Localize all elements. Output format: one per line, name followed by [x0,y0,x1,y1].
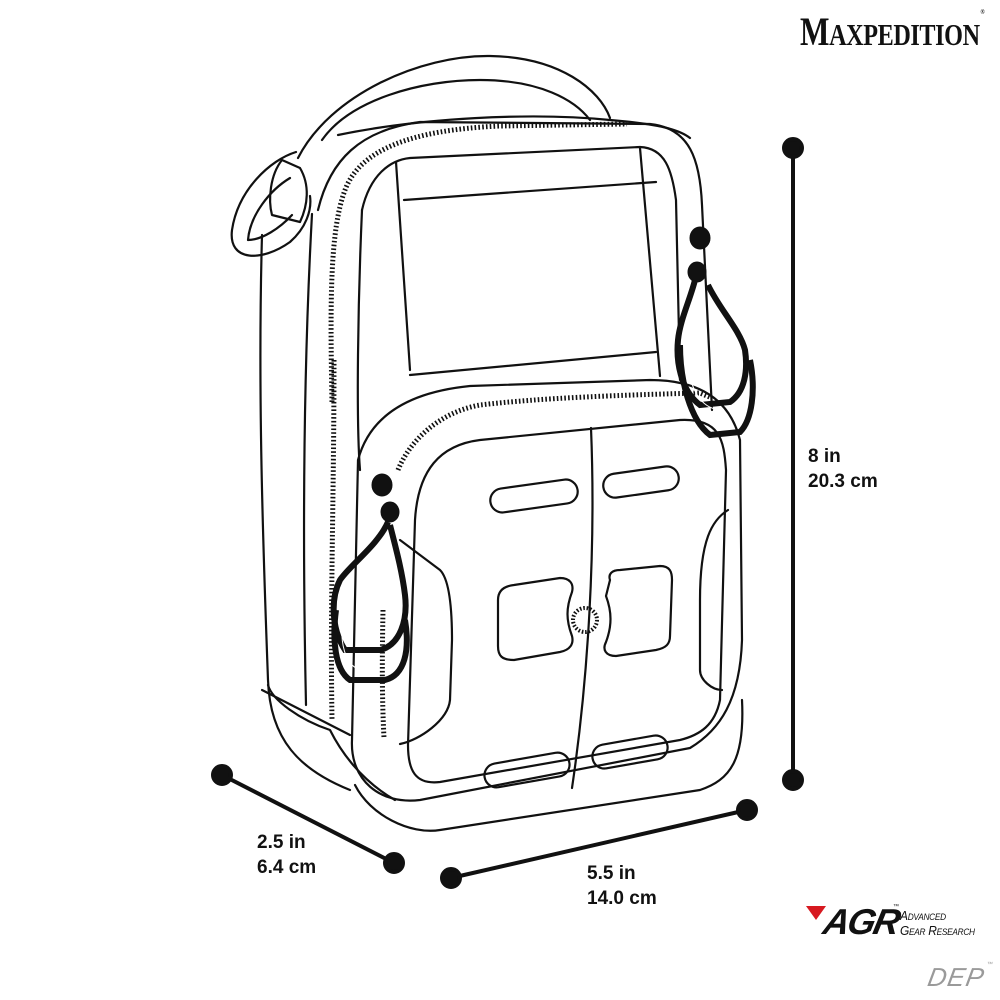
pocket-side-wing-right [698,508,730,692]
carry-handle-outer [296,54,612,160]
height-label: 8 in 20.3 cm [808,444,878,494]
velcro-patch-right [603,564,674,658]
width-metric: 14.0 cm [587,888,657,909]
agr-logo: AGR ™ Advanced Gear Research [800,900,1000,950]
zipper-pull-upper-icon [674,226,756,439]
pocket-side-wing [398,538,454,746]
d-ring-inner [246,176,294,242]
id-window-top [402,180,658,202]
registered-mark: ® [980,8,985,16]
front-pocket-seam [570,426,594,790]
depth-imperial: 2.5 in [257,832,306,853]
pocket-side-zipper-track [379,609,387,739]
agr-wordmark: AGR [819,901,903,942]
main-panel-left [356,208,364,472]
pocket-zipper-track [395,390,713,471]
base-front [353,698,744,832]
agr-tagline-line2: Gear Research [900,923,975,938]
brand-first-letter: M [800,9,830,54]
agr-tagline: Advanced Gear Research [900,908,975,938]
red-triangle-icon [806,906,826,920]
id-window-bottom [408,350,658,377]
front-pocket-inner [406,418,728,784]
main-panel-inner [360,145,682,382]
snap-button-icon [571,606,599,634]
model-tm: ™ [986,962,995,968]
model-label: DEP [925,962,988,992]
base-line [260,688,352,737]
base-left [266,683,397,802]
side-zipper-track [328,359,337,721]
main-panel-outer [316,120,714,412]
side-panel-inner [302,212,314,707]
side-panel-outer [259,233,352,792]
model-name: DEP™ [925,962,994,993]
main-zipper-track [328,121,628,403]
webbing-slot [489,478,579,514]
velcro-patch-left [496,576,574,662]
carry-handle-inner [320,78,592,142]
d-ring-tab [269,158,308,224]
depth-metric: 6.4 cm [257,857,317,878]
width-dimension-line [450,808,748,880]
height-imperial: 8 in [808,446,841,467]
depth-dimension-line [221,773,395,865]
width-imperial: 5.5 in [587,863,636,884]
depth-label: 2.5 in 6.4 cm [257,830,316,880]
width-label: 5.5 in 14.0 cm [587,861,657,911]
id-window-frame [394,146,662,378]
front-pocket-outer [350,378,744,802]
webbing-slot [483,751,571,789]
webbing-slot [591,734,669,770]
brand-rest: AXPEDITION [829,17,980,52]
d-ring-icon [230,150,312,257]
webbing-slot [602,465,680,499]
zipper-pull-left-icon [330,473,410,683]
maxpedition-logo: MAXPEDITION® [800,8,985,55]
agr-tm: ™ [893,904,899,910]
agr-tagline-line1: Advanced [900,908,946,923]
height-metric: 20.3 cm [808,471,878,492]
dimension-lines [211,137,804,889]
